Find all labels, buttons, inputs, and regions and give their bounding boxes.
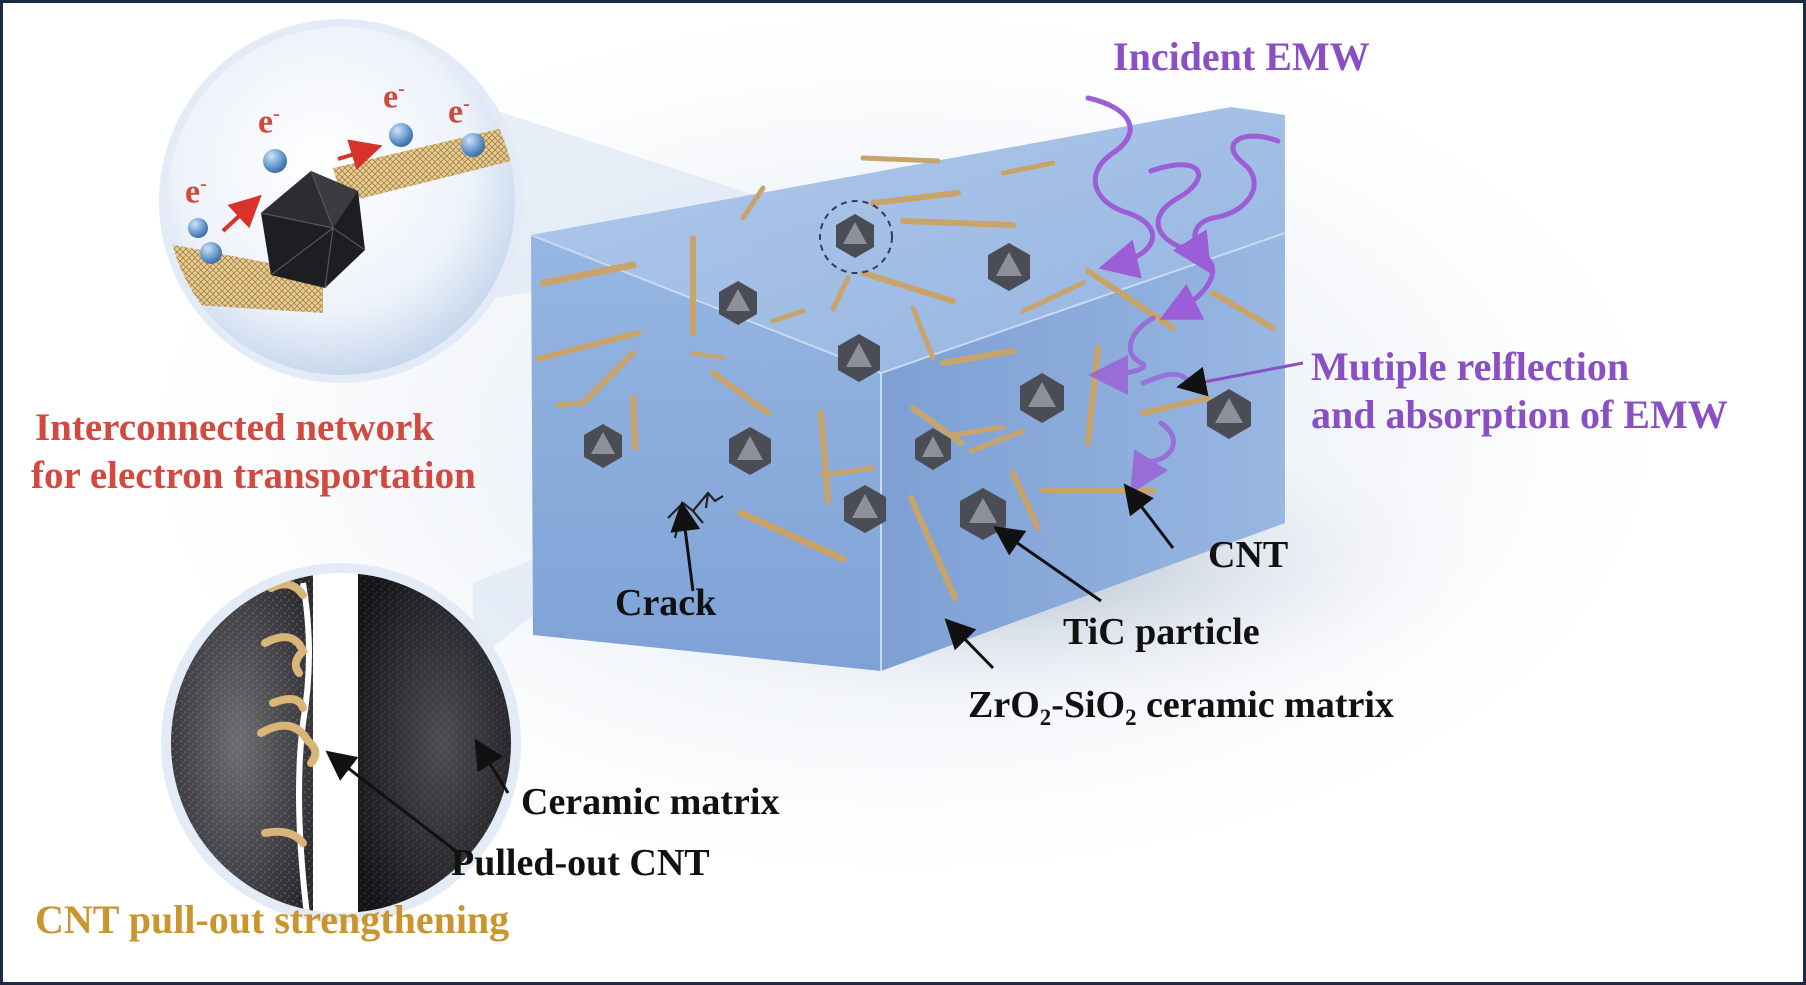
cnt-label: CNT bbox=[1208, 534, 1289, 576]
electron-label-1: e- bbox=[185, 173, 207, 211]
reflection-label-line1: Mutiple relflection bbox=[1311, 344, 1630, 389]
reflection-label-line2: and absorption of EMW bbox=[1311, 392, 1728, 437]
incident-emw-waves bbox=[1085, 95, 1281, 494]
electron-label-2: e- bbox=[258, 103, 280, 141]
electron-label-4: e- bbox=[448, 93, 470, 131]
electron-network-bubble bbox=[159, 19, 523, 383]
electron-label-3: e- bbox=[383, 78, 405, 116]
pointer-arrows bbox=[325, 361, 1304, 857]
pulled-out-cnt-label: Pulled-out CNT bbox=[451, 842, 710, 884]
tic-particles bbox=[584, 214, 1251, 540]
tic-particle-label: TiC particle bbox=[1063, 611, 1260, 653]
network-label-line2: for electron transportation bbox=[31, 454, 476, 497]
electron-balls bbox=[188, 123, 485, 264]
crack-label: Crack bbox=[615, 582, 717, 624]
network-label-line1: Interconnected network bbox=[35, 406, 434, 449]
schematic-diagram bbox=[83, 3, 1723, 923]
pullout-strengthening-label: CNT pull-out strengthening bbox=[35, 897, 510, 942]
ceramic-matrix-label: ZrO2-SiO2 ceramic matrix bbox=[968, 684, 1394, 730]
ceramic-matrix-tem-label: Ceramic matrix bbox=[521, 781, 780, 823]
incident-emw-label: Incident EMW bbox=[1113, 34, 1370, 79]
zoom-focus-circle bbox=[819, 200, 893, 274]
